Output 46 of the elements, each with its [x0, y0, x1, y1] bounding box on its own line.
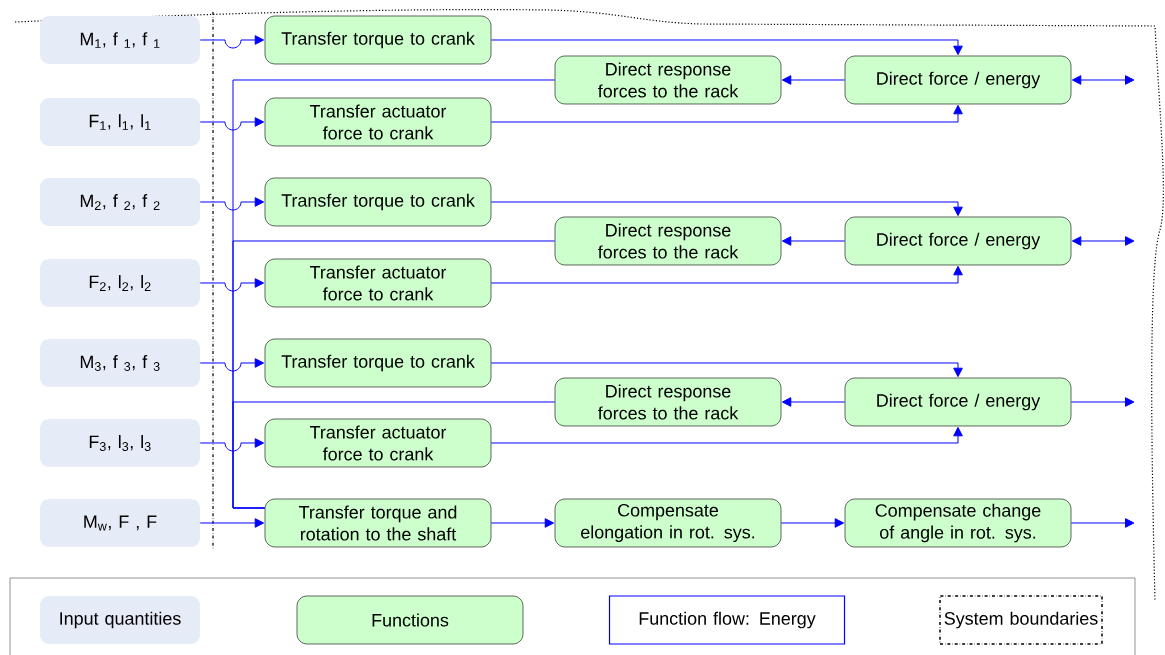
function-box: Direct response forces to the rack	[554, 55, 782, 105]
function-box: Compensate elongation in rot. sys.	[554, 498, 782, 548]
input-box: F$_{2}$, l$_{2}$, l$_{2}$	[40, 259, 200, 307]
function-box: Transfer actuator force to crank	[264, 258, 492, 308]
function-box: Direct response forces to the rack	[554, 377, 782, 427]
arrow	[781, 397, 846, 407]
function-box: Transfer torque to crank	[264, 338, 492, 388]
arrow	[199, 518, 265, 528]
arrow	[490, 518, 555, 528]
arrow	[490, 265, 963, 284]
arrow	[1070, 518, 1135, 528]
legend-sample: System boundaries	[939, 595, 1103, 645]
arrow	[199, 278, 265, 292]
function-box: Direct force / energy	[844, 55, 1072, 105]
function-box: Transfer actuator force to crank	[264, 97, 492, 147]
arrow	[199, 197, 265, 211]
function-box: Transfer torque to crank	[264, 15, 492, 65]
arrow	[490, 39, 963, 56]
legend-sample: Function flow: Energy	[608, 595, 846, 645]
arrow	[1071, 75, 1135, 85]
arrow	[490, 362, 963, 378]
input-box: F$_{1}$, l$_{1}$, l$_{1}$	[40, 98, 200, 146]
arrow	[490, 104, 963, 123]
input-box: M$_{3}$, f $_{3}$, f $_{3}$	[40, 339, 200, 387]
function-box: Direct force / energy	[844, 216, 1072, 266]
arrow	[780, 518, 845, 528]
function-box: Transfer torque to crank	[264, 177, 492, 227]
arrow	[1071, 236, 1135, 246]
function-box: Compensate change of angle in rot. sys.	[844, 498, 1072, 548]
function-box: Direct force / energy	[844, 377, 1072, 427]
function-box: Transfer torque and rotation to the shaft	[264, 498, 492, 548]
arrow	[199, 117, 265, 131]
arrow	[490, 426, 963, 444]
arrow	[1070, 397, 1135, 407]
arrow	[781, 236, 846, 246]
arrow	[490, 201, 963, 217]
arrow	[199, 35, 265, 49]
input-box: M$_{2}$, f $_{2}$, f $_{2}$	[40, 178, 200, 226]
function-box: Transfer actuator force to crank	[264, 418, 492, 468]
arrow	[781, 75, 846, 85]
function-box: Direct response forces to the rack	[554, 216, 782, 266]
arrow	[199, 358, 265, 372]
input-box: M$_{w}$, F , F	[40, 499, 200, 547]
input-box: F$_{3}$, l$_{3}$, l$_{3}$	[40, 419, 200, 467]
input-box: M$_{1}$, f $_{1}$, f $_{1}$	[40, 16, 200, 64]
arrow	[199, 438, 265, 452]
